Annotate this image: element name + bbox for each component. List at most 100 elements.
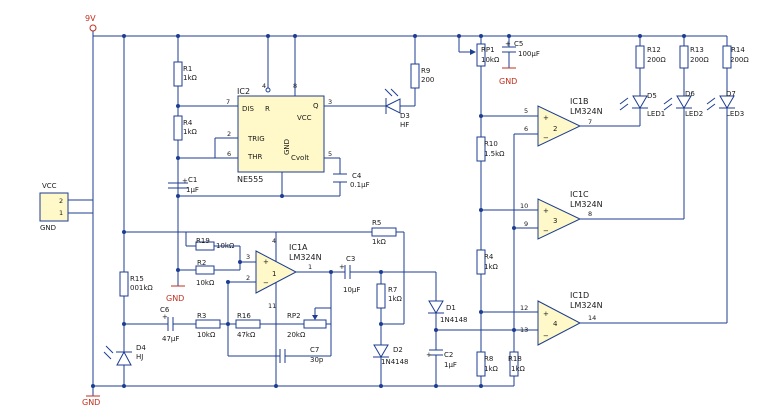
resistor-r19: R19 10kΩ [195,237,235,251]
svg-text:1kΩ: 1kΩ [511,365,526,373]
resistor-r13: R13 200Ω [679,45,709,69]
svg-text:LM324N: LM324N [289,253,322,262]
svg-text:1: 1 [272,270,276,278]
connector-pin2: 2 [59,197,63,205]
svg-text:+: + [162,313,168,321]
svg-text:1kΩ: 1kΩ [183,128,198,136]
svg-text:R15: R15 [130,275,144,283]
ic2-ne555: IC2 NE555 DIS R VCC Q TRIG THR Cvolt GND… [226,82,332,184]
power-9v-label: 9V [85,14,96,23]
svg-text:R2: R2 [197,259,206,267]
resistor-r10: R10 1.5kΩ [476,136,505,162]
svg-text:GND: GND [166,294,184,303]
svg-text:R18: R18 [508,355,522,363]
svg-text:D4: D4 [136,344,146,352]
svg-text:3: 3 [553,217,557,225]
svg-text:D6: D6 [685,90,695,98]
svg-text:R8: R8 [484,355,493,363]
svg-text:R19: R19 [196,237,210,245]
diode-d3: D3 HF [384,88,410,129]
opamp-ic1b: + − 2 IC1B LM324N 5 6 7 [524,97,603,147]
resistor-r1: R1 1kΩ [173,61,198,87]
svg-text:1.5kΩ: 1.5kΩ [484,150,505,158]
svg-text:14: 14 [588,314,596,322]
svg-text:LM324N: LM324N [570,107,603,116]
svg-text:0.1μF: 0.1μF [350,181,370,189]
potentiometer-rp1: RP1 10kΩ [470,43,500,67]
svg-text:20kΩ: 20kΩ [287,331,306,339]
svg-text:−: − [263,279,269,287]
svg-text:200Ω: 200Ω [647,56,666,64]
svg-text:LM324N: LM324N [570,301,603,310]
capacitor-c2: + C2 1μF [426,349,457,369]
svg-text:1kΩ: 1kΩ [183,74,198,82]
svg-text:R12: R12 [647,46,661,54]
opamp-ic1d: + − 4 IC1D LM324N 12 13 14 [520,291,603,346]
svg-text:+: + [263,258,269,266]
svg-text:1kΩ: 1kΩ [484,365,499,373]
svg-text:VCC: VCC [297,114,312,122]
ground-symbol-bottom: GND [82,386,100,407]
svg-text:IC1C: IC1C [570,190,589,199]
svg-text:8: 8 [588,210,592,218]
svg-text:10kΩ: 10kΩ [196,279,215,287]
svg-text:D7: D7 [726,90,736,98]
resistor-r18: R18 1kΩ [508,351,526,377]
svg-text:1kΩ: 1kΩ [484,263,499,271]
ground-bottom-label: GND [82,398,100,407]
svg-text:1kΩ: 1kΩ [372,238,387,246]
svg-text:R14: R14 [731,46,745,54]
svg-text:11: 11 [268,302,276,310]
svg-text:LED1: LED1 [647,110,665,118]
svg-text:1N4148: 1N4148 [440,316,468,324]
capacitor-c3: + C3 10μF [339,255,360,294]
svg-text:GND: GND [499,77,517,86]
svg-text:10μF: 10μF [343,286,360,294]
svg-text:D2: D2 [393,346,403,354]
ground-symbol-c5: GND [499,67,517,86]
svg-text:TRIG: TRIG [247,135,265,143]
svg-text:10kΩ: 10kΩ [481,56,500,64]
svg-text:R5: R5 [372,219,381,227]
diode-d4: D4 HJ [103,344,146,366]
svg-text:30p: 30p [310,356,324,364]
svg-text:HF: HF [400,121,409,129]
ic2-part: NE555 [237,175,263,184]
svg-text:HJ: HJ [136,353,143,361]
svg-text:C2: C2 [444,351,453,359]
resistor-r12: R12 200Ω [635,45,666,69]
opamp-ic1c: + − 3 IC1C LM324N 10 9 8 [520,190,603,240]
svg-text:THR: THR [247,153,263,161]
svg-text:C7: C7 [310,346,319,354]
svg-text:10: 10 [520,202,528,210]
svg-text:IC1B: IC1B [570,97,589,106]
svg-text:2: 2 [227,130,231,138]
connector-vcc-label: VCC [42,182,57,190]
resistor-r14: R14 200Ω [722,45,749,69]
svg-text:1kΩ: 1kΩ [388,295,403,303]
svg-text:3: 3 [246,253,250,261]
svg-text:10kΩ: 10kΩ [197,331,216,339]
svg-text:4: 4 [262,82,266,90]
ground-symbol-mid: GND [166,276,185,303]
svg-text:+: + [543,114,549,122]
svg-text:R13: R13 [690,46,704,54]
svg-text:47kΩ: 47kΩ [237,331,256,339]
svg-text:1μF: 1μF [444,361,457,369]
svg-text:R4: R4 [183,119,193,127]
led-d7: D7 LED3 [706,90,744,118]
svg-text:LED2: LED2 [685,110,703,118]
ic2-ref: IC2 [237,87,250,96]
svg-text:R7: R7 [388,286,397,294]
svg-text:4: 4 [553,320,558,328]
resistor-r4-upper: R4 1kΩ [173,115,198,141]
svg-text:R4: R4 [484,253,494,261]
svg-text:3: 3 [328,98,332,106]
led-d5: D5 LED1 [619,92,665,118]
resistor-r8: R8 1kΩ [476,351,499,377]
svg-text:+: + [505,40,511,48]
diode-d1: D1 1N4148 [428,300,468,324]
svg-text:IC1D: IC1D [570,291,589,300]
svg-text:4: 4 [272,237,276,245]
svg-text:−: − [543,134,549,142]
